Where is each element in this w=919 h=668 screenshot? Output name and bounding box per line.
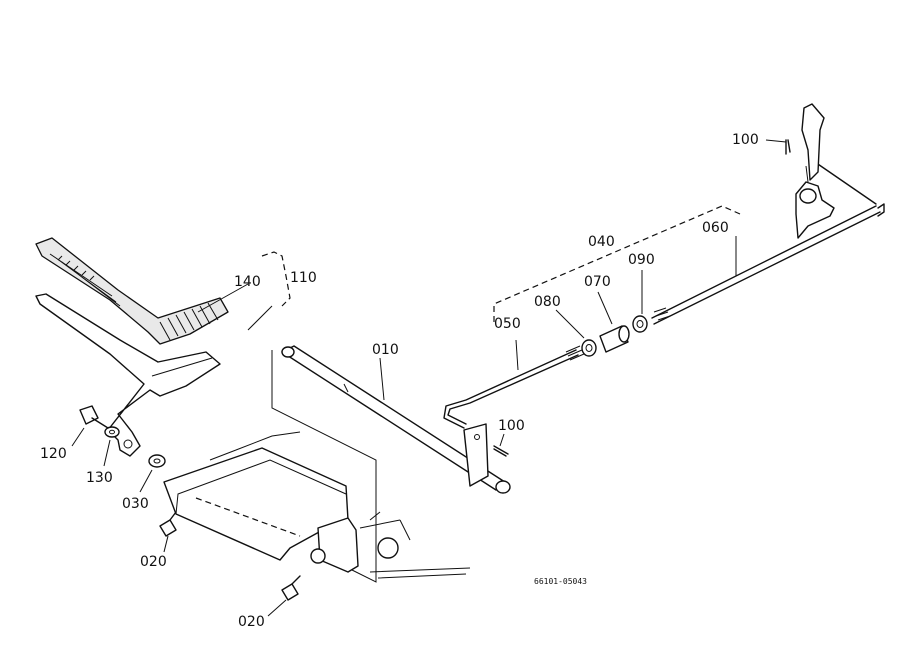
bolt-120-part — [79, 405, 109, 429]
split-pin-100-top — [785, 139, 791, 155]
nut-030-part — [148, 454, 166, 468]
drawing-code: 66101-05043 — [534, 577, 587, 586]
label-020-lower: 020 — [238, 614, 265, 630]
label-010: 010 — [372, 342, 399, 358]
leader-lines — [71, 139, 787, 617]
label-070: 070 — [584, 274, 611, 290]
label-060: 060 — [702, 220, 729, 236]
label-100-top: 100 — [732, 132, 759, 148]
pedal-bracket-part — [163, 431, 471, 579]
label-050: 050 — [494, 316, 521, 332]
rod-060-part — [651, 159, 885, 325]
label-140: 140 — [234, 274, 261, 290]
label-040: 040 — [588, 234, 615, 250]
label-030: 030 — [122, 496, 149, 512]
upper-lever-part — [795, 103, 835, 239]
nut-080-part — [581, 339, 597, 357]
grease-fitting-020-lower — [281, 575, 301, 601]
split-pin-100-mid — [493, 445, 509, 457]
turnbuckle-070-part — [599, 325, 630, 353]
group-bracket-040 — [493, 205, 741, 322]
label-020-upper: 020 — [140, 554, 167, 570]
label-080: 080 — [534, 294, 561, 310]
grease-fitting-020-upper — [159, 511, 177, 537]
group-bracket-110 — [261, 251, 291, 307]
label-120: 120 — [40, 446, 67, 462]
rod-050-part — [443, 345, 585, 429]
label-130: 130 — [86, 470, 113, 486]
cross-shaft-010-part — [271, 345, 511, 583]
label-110: 110 — [290, 270, 317, 286]
label-090: 090 — [628, 252, 655, 268]
nut-090-part — [632, 315, 648, 333]
label-100-mid: 100 — [498, 418, 525, 434]
washer-130-part — [104, 426, 120, 438]
pedal-arm-part — [35, 293, 221, 457]
pedal-pad-part — [35, 237, 229, 345]
